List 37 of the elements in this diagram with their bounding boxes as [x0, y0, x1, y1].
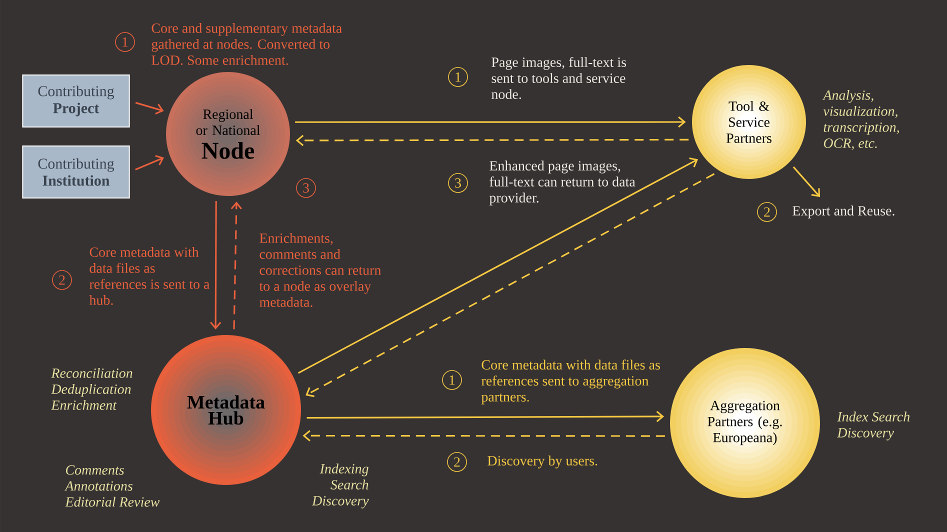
arrow [296, 134, 689, 146]
circle-node: Regional or National Node [166, 72, 290, 196]
annotation-text: Reconciliation Deduplication Enrichment [51, 368, 132, 410]
edge-label: Enhanced page images, full-text can return to data provider. [489, 160, 636, 206]
edge-label: Core metadata with data files as references is sent to a hub. [89, 247, 210, 305]
arrow [302, 430, 665, 442]
step-number: 2 [447, 452, 467, 472]
step-number: 2 [52, 270, 72, 290]
edge-label: Discovery by users. [488, 456, 598, 468]
arrow [230, 202, 242, 330]
edge-label: Page images, full-text is sent to tools and service node. [492, 56, 626, 100]
circle-node: Tool & Service Partners [692, 65, 806, 179]
circle-node: Aggregation Partners (e.g. Europeana) [670, 348, 820, 498]
annotation-text: Core and supplementary metadata gathered at nodes. Converted to LOD. Some enrichment. [152, 23, 342, 65]
step-number: 3 [448, 173, 468, 193]
circle-node: Metadata Hub [151, 335, 301, 485]
annotation-text: Analysis, visualization, transcription, OCR, etc. [822, 90, 899, 150]
arrow [792, 166, 820, 197]
node-text: Export and Reuse. [792, 206, 894, 218]
step-number: 1 [448, 67, 468, 87]
annotation-text: Indexing Search Discovery [312, 464, 369, 508]
arrow [306, 173, 715, 398]
step-number: 1 [115, 32, 135, 52]
contributor-box: Contributing Institution [22, 146, 130, 198]
arrow [306, 410, 664, 422]
annotation-text: Index Search Discovery [837, 412, 910, 440]
edge-label: Enrichments, comments and corrections can return to a node as overlay metadata. [259, 233, 381, 307]
step-number: 3 [296, 178, 316, 198]
arrow [135, 102, 164, 114]
step-number: 2 [757, 202, 777, 222]
arrow [210, 201, 222, 330]
arrow [298, 157, 698, 374]
edge-label: Core metadata with data files as references sent to aggregation partners. [481, 360, 660, 404]
step-number: 1 [442, 370, 462, 390]
arrow [135, 155, 164, 170]
contributor-box: Contributing Project [22, 74, 130, 128]
arrow [295, 116, 686, 128]
